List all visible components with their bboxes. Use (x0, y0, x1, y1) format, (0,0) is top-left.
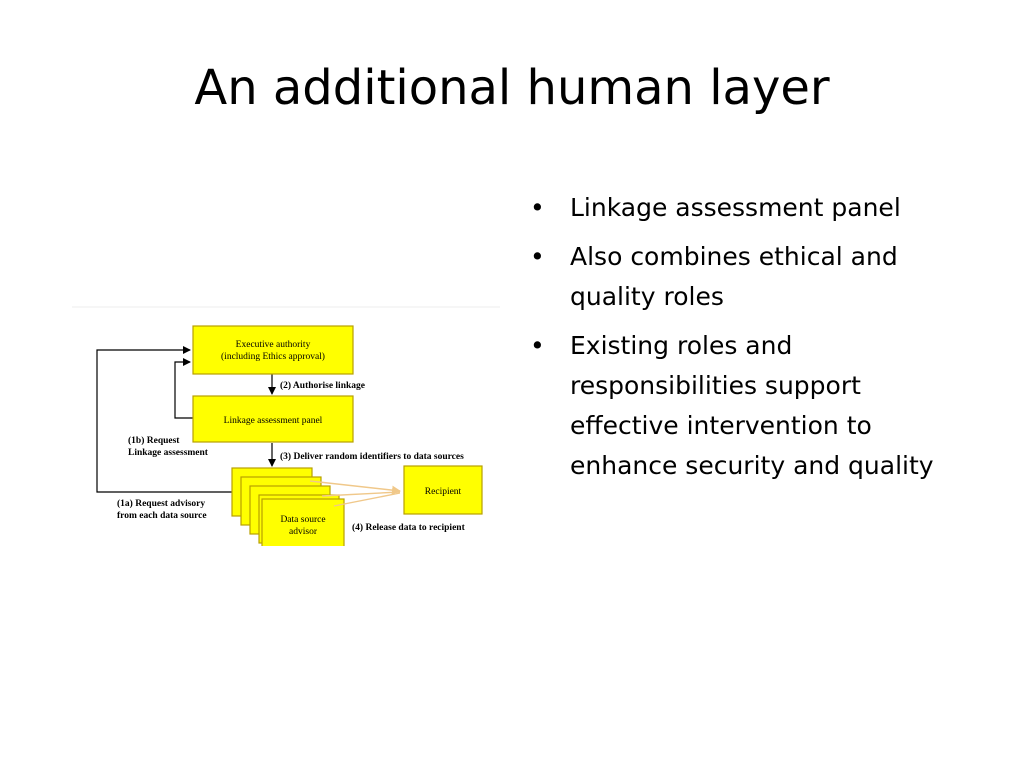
executive-authority-box (192, 325, 354, 375)
release-arrow (309, 480, 401, 495)
executive-label-line1: Executive authority (236, 340, 311, 350)
request-assessment-label-line2: Linkage assessment (128, 448, 209, 458)
bullet-text: Existing roles and responsibilities supp… (570, 331, 934, 480)
bullet-text: Also combines ethical and quality roles (570, 242, 898, 311)
advisor-box-front (261, 498, 345, 546)
recipient-label: Recipient (425, 487, 462, 497)
bullet-text: Linkage assessment panel (570, 193, 901, 222)
advisor-label-line2: advisor (289, 527, 318, 537)
recipient-box (403, 465, 483, 515)
executive-label-line2: (including Ethics approval) (221, 351, 325, 362)
authorise-linkage-label: (2) Authorise linkage (280, 380, 365, 391)
bullet-dot: • (530, 193, 545, 222)
deliver-identifiers-label: (3) Deliver random identifiers to data s… (280, 451, 464, 462)
request-assessment-label-line1: (1b) Request (128, 435, 180, 446)
advisor-label-line1: Data source (280, 515, 325, 525)
bullet-item: • Existing roles and responsibilities su… (530, 326, 950, 486)
bullet-list: • Linkage assessment panel • Also combin… (530, 188, 950, 495)
release-arrow (321, 491, 401, 497)
flow-diagram: Executive authority (including Ethics ap… (72, 306, 500, 546)
slide-title: An additional human layer (194, 60, 830, 116)
bullet-item: • Also combines ethical and quality role… (530, 237, 950, 317)
bullet-item: • Linkage assessment panel (530, 188, 950, 228)
linkage-panel-box (192, 395, 354, 443)
linkage-panel-label: Linkage assessment panel (224, 416, 323, 426)
bullet-dot: • (530, 242, 545, 271)
request-advisory-label-line1: (1a) Request advisory (117, 498, 205, 509)
request-advisory-label-line2: from each data source (117, 511, 207, 521)
release-arrow (333, 492, 401, 507)
bullet-dot: • (530, 331, 545, 360)
request-assessment-connector (174, 358, 193, 419)
flow-diagram-svg: Executive authority (including Ethics ap… (72, 306, 500, 546)
request-advisory-connector (96, 346, 236, 493)
release-data-label: (4) Release data to recipient (352, 522, 466, 533)
